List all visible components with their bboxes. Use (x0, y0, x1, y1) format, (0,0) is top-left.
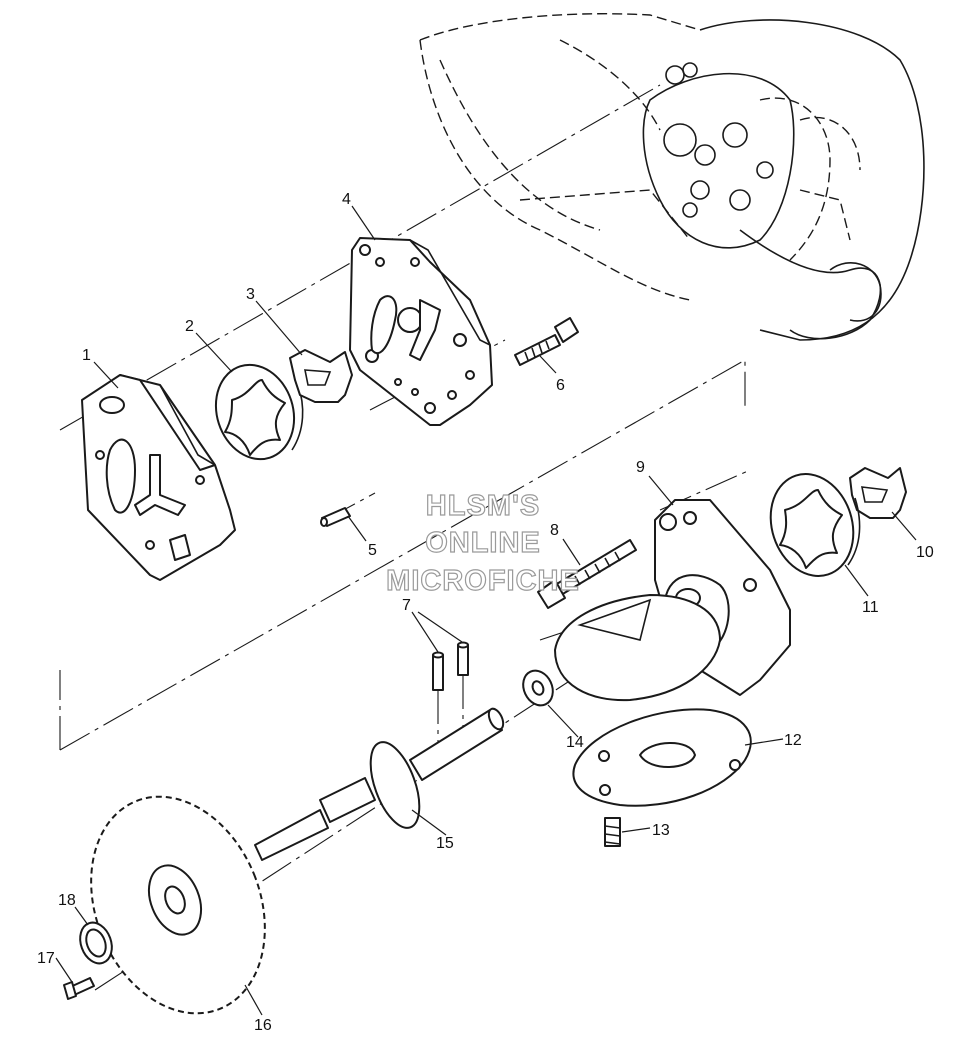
outer-rotor-upper (214, 363, 304, 461)
watermark: HLSM'S ONLINE MICROFICHE (386, 489, 580, 597)
callout-11: 11 (862, 599, 879, 616)
screw-small (604, 817, 621, 847)
callout-2: 2 (185, 318, 194, 335)
callout-18: 18 (58, 892, 76, 909)
callout-14: 14 (566, 734, 584, 751)
callout-15: 15 (436, 835, 454, 852)
gear-bolt (63, 977, 95, 1000)
callouts: 1 2 3 4 5 6 7 8 9 10 11 12 13 14 15 16 1… (37, 191, 934, 1034)
callout-5: 5 (368, 542, 377, 559)
callout-17: 17 (37, 950, 55, 967)
callout-16: 16 (254, 1017, 272, 1034)
callout-8: 8 (550, 522, 559, 539)
watermark-line-2: ONLINE (425, 527, 541, 559)
pins-pair (432, 641, 469, 745)
callout-1: 1 (82, 347, 91, 364)
strainer-plate (572, 708, 752, 807)
bolt-upper (514, 317, 579, 366)
callout-7: 7 (402, 597, 411, 614)
drive-gear (90, 795, 266, 1015)
crankcase-housing (419, 13, 925, 341)
drive-shaft (254, 707, 505, 861)
callout-12: 12 (784, 732, 802, 749)
callout-3: 3 (246, 286, 255, 303)
strainer-housing (522, 594, 721, 707)
callout-6: 6 (556, 377, 565, 394)
callout-10: 10 (916, 544, 934, 561)
callout-4: 4 (342, 191, 351, 208)
washer (79, 921, 113, 965)
bolt-long (537, 539, 637, 609)
outer-rotor-lower (769, 473, 861, 577)
pump-body (81, 374, 236, 581)
watermark-line-3: MICROFICHE (386, 565, 580, 597)
pump-cover-plate (349, 237, 493, 426)
dowel-pin (320, 507, 351, 527)
callout-13: 13 (652, 822, 670, 839)
leader-lines (55, 205, 917, 1016)
watermark-line-1: HLSM'S (426, 490, 540, 522)
inner-rotor-lower (849, 467, 907, 519)
inner-rotor-upper (289, 349, 353, 403)
callout-9: 9 (636, 459, 645, 476)
